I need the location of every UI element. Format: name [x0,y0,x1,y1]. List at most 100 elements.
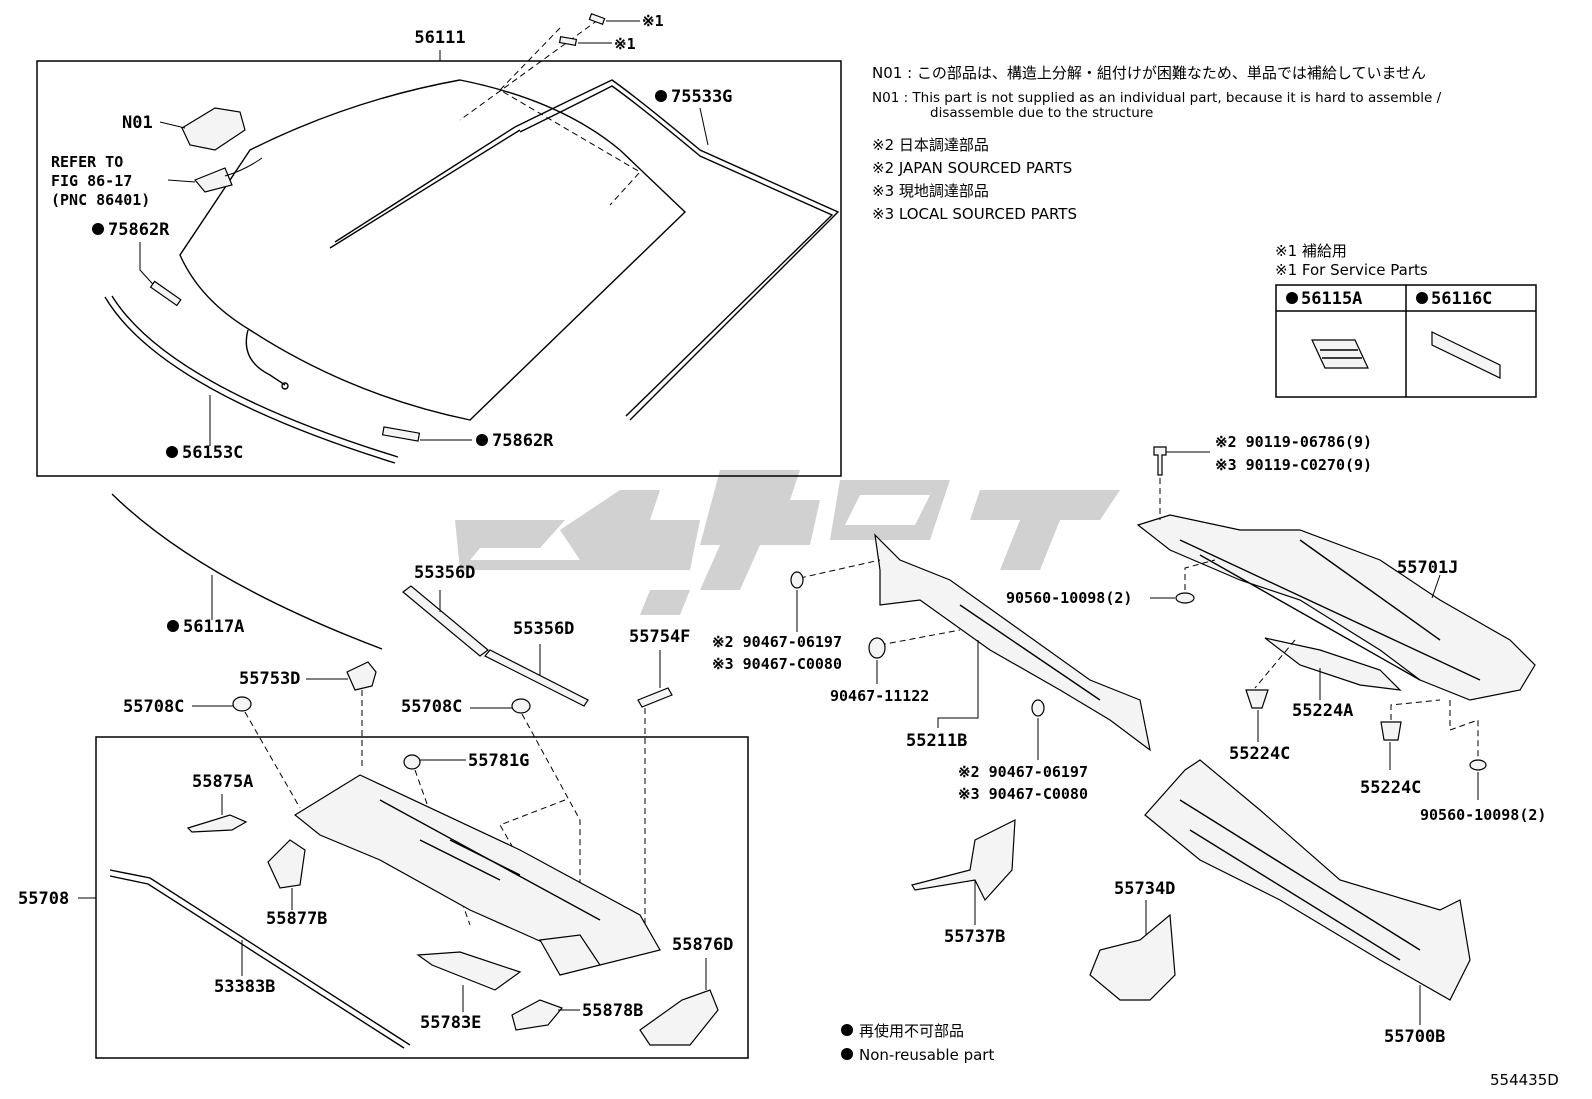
part-55224c-a [1245,689,1269,709]
part-55753d [346,661,377,691]
label-90467-c0080-a: ※3 90467-C0080 [712,655,842,673]
part-sensor-ref [194,167,233,193]
non-reusable-dot [476,434,488,446]
note-s3-en: ※3 LOCAL SOURCED PARTS [872,205,1077,223]
label-55224a: 55224A [1292,701,1353,721]
label-refer-1: REFER TO [51,153,123,171]
part-55701j [1136,514,1536,701]
legend-en: Non-reusable part [859,1046,994,1064]
non-reusable-dot [1286,292,1298,304]
label-56117a: 56117A [183,617,244,637]
service-pad-1 [588,13,606,25]
washer-90560-b [1469,759,1487,771]
label-star1-a: ※1 [642,12,664,30]
part-55356d-a [402,585,489,657]
label-90467-11122: 90467-11122 [830,687,929,705]
part-56115a [1311,339,1369,369]
washer-90560-a [1175,592,1195,604]
non-reusable-dot [167,620,179,632]
part-56116c [1431,331,1501,379]
part-56153c [104,296,396,464]
part-55876d [639,989,719,1046]
label-55876d: 55876D [672,935,733,955]
windshield-glass [179,79,687,421]
label-55878b: 55878B [582,1001,643,1021]
note-s2-en: ※2 JAPAN SOURCED PARTS [872,159,1072,177]
service-col-56116c: 56116C [1431,289,1492,309]
service-title-en: ※1 For Service Parts [1275,261,1428,279]
label-55877b: 55877B [266,909,327,929]
label-refer-2: FIG 86-17 [51,172,132,190]
part-56117a [111,493,383,650]
label-55737b: 55737B [944,927,1005,947]
non-reusable-dot [655,90,667,102]
label-90560-b: 90560-10098(2) [1420,806,1546,824]
legend-dot-jp [841,1024,853,1036]
label-55701j: 55701J [1397,558,1458,578]
label-90119-06786: ※2 90119-06786(9) [1215,433,1372,451]
part-55783e [416,951,522,991]
label-56111: 56111 [414,28,465,48]
part-cowl-panel [293,774,661,966]
clip-55781g [403,754,421,770]
legend-jp: 再使用不可部品 [859,1022,964,1040]
clip-55708c-a [232,696,252,712]
label-55224c-a: 55224C [1229,744,1290,764]
label-90119-c0270: ※3 90119-C0270(9) [1215,456,1372,474]
note-s2-jp: ※2 日本調達部品 [872,136,989,154]
label-55708c-a: 55708C [123,697,184,717]
part-55734d [1089,913,1176,1001]
label-55753d: 55753D [239,669,300,689]
label-55356d-a: 55356D [414,563,475,583]
windshield-group-frame [36,60,842,477]
service-parts-table: 56115A 56116C [1275,284,1537,398]
label-75862r-b: 75862R [492,431,554,451]
note-n01-en-1: N01 : This part is not supplied as an in… [872,90,1442,106]
label-75862r-a: 75862R [108,220,170,240]
diagram-id: 554435D [1490,1071,1559,1089]
label-90560-a: 90560-10098(2) [1006,589,1132,607]
watermark-logo [455,470,1120,615]
note-s3-jp: ※3 現地調達部品 [872,182,989,200]
label-90467-06197-a: ※2 90467-06197 [712,633,842,651]
non-reusable-dot [92,223,104,235]
part-55211b [874,533,1151,752]
label-55708c-b: 55708C [401,697,462,717]
part-53383b [109,869,411,1046]
service-title-jp: ※1 補給用 [1275,242,1347,260]
wire-harness [245,329,286,386]
bolt-90119 [1153,446,1167,476]
part-55224c-b [1380,721,1402,741]
service-col-56115a: 56115A [1301,289,1362,309]
label-55224c-b: 55224C [1360,778,1421,798]
label-55875a: 55875A [192,772,253,792]
legend-dot-en [841,1048,853,1060]
label-90467-c0080-b: ※3 90467-C0080 [958,785,1088,803]
clip-90467-06197-a [790,571,804,589]
label-55781g: 55781G [468,751,529,771]
label-star1-b: ※1 [614,35,636,53]
clip-55708c-b [511,698,531,714]
part-55754f [637,687,673,708]
non-reusable-dot [166,446,178,458]
part-55878b [511,999,564,1031]
label-refer-3: (PNC 86401) [51,191,150,209]
label-55211b: 55211B [906,731,967,751]
part-75862r-bottom [381,426,421,442]
clip-90467-11122 [868,637,886,659]
note-n01-en-2: disassemble due to the structure [930,105,1153,121]
label-90467-06197-b: ※2 90467-06197 [958,763,1088,781]
label-n01: N01 [122,113,153,133]
label-55783e: 55783E [420,1013,481,1033]
non-reusable-dot [1416,292,1428,304]
label-56153c: 56153C [182,443,243,463]
part-55356d-b [484,649,589,707]
part-55224a [1264,637,1402,691]
service-pad-2 [558,35,578,47]
part-n01-bracket [181,107,246,151]
part-55737b [911,818,1016,902]
part-55875a [186,814,248,833]
label-75533g: 75533G [671,87,732,107]
label-55754f: 55754F [629,627,690,647]
